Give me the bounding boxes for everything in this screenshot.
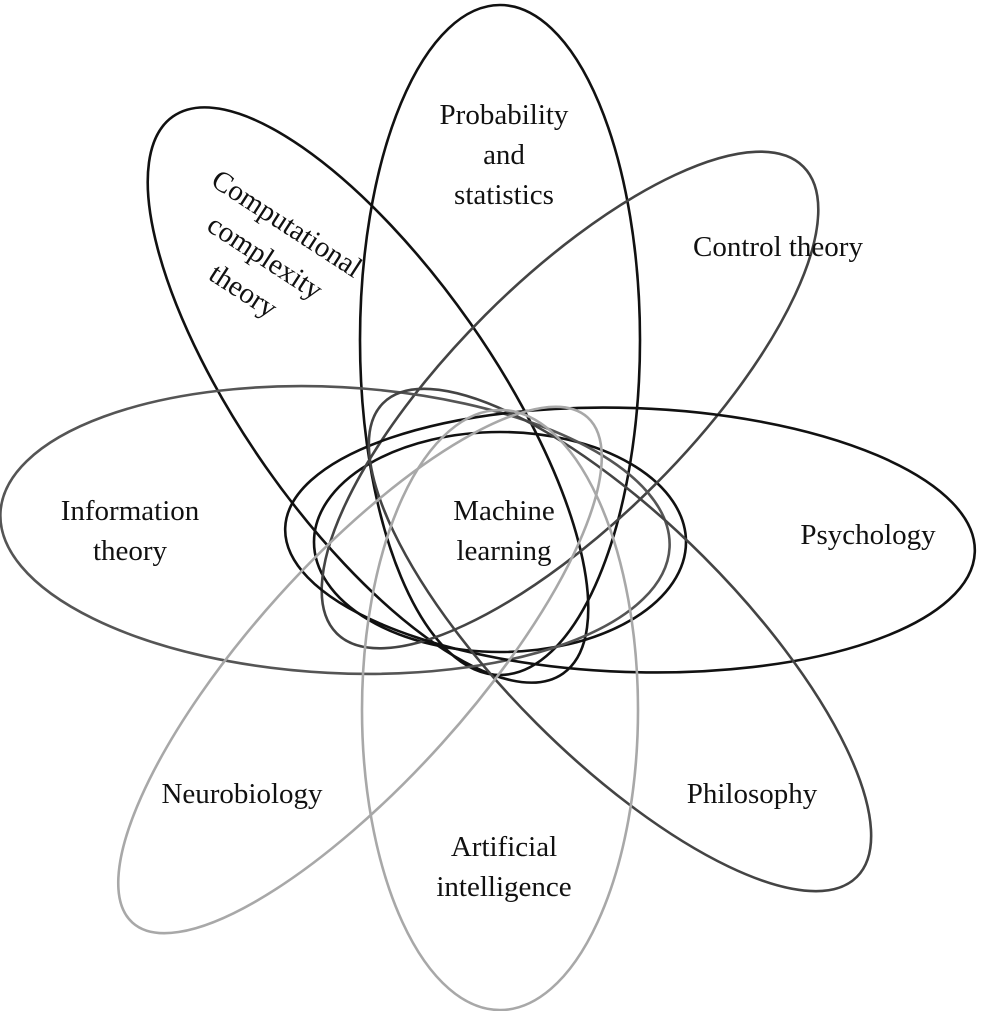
label-probability-line3: statistics <box>454 179 554 211</box>
label-machine-learning-line2: learning <box>456 535 551 567</box>
ellipse-psychology <box>283 406 977 674</box>
ellipse-artificial-intelligence <box>360 408 640 1011</box>
label-probability-line2: and <box>483 139 525 171</box>
ellipse-control-theory <box>320 150 820 650</box>
label-computational-complexity: Computational complexity theory <box>201 164 367 325</box>
label-ai-line2: intelligence <box>436 871 571 903</box>
label-probability-line1: Probability <box>440 99 569 131</box>
label-machine-learning-line1: Machine <box>453 495 554 527</box>
label-information-theory: Information theory <box>61 495 200 567</box>
ellipse-neurobiology <box>116 405 604 935</box>
label-information-line1: Information <box>61 495 200 527</box>
label-information-line2: theory <box>93 535 168 567</box>
label-probability-statistics: Probability and statistics <box>440 99 569 211</box>
label-neurobiology: Neurobiology <box>161 778 323 810</box>
label-artificial-intelligence: Artificial intelligence <box>436 831 571 903</box>
ellipse-information-theory <box>0 384 671 676</box>
ellipse-philosophy <box>367 387 873 893</box>
label-ai-line1: Artificial <box>451 831 557 863</box>
label-machine-learning: Machine learning <box>453 495 554 567</box>
label-psychology: Psychology <box>800 519 936 551</box>
label-philosophy: Philosophy <box>687 778 818 810</box>
ellipse-computational-complexity <box>146 106 590 684</box>
label-control-theory: Control theory <box>693 231 863 263</box>
ellipse-machine-learning <box>312 430 688 654</box>
